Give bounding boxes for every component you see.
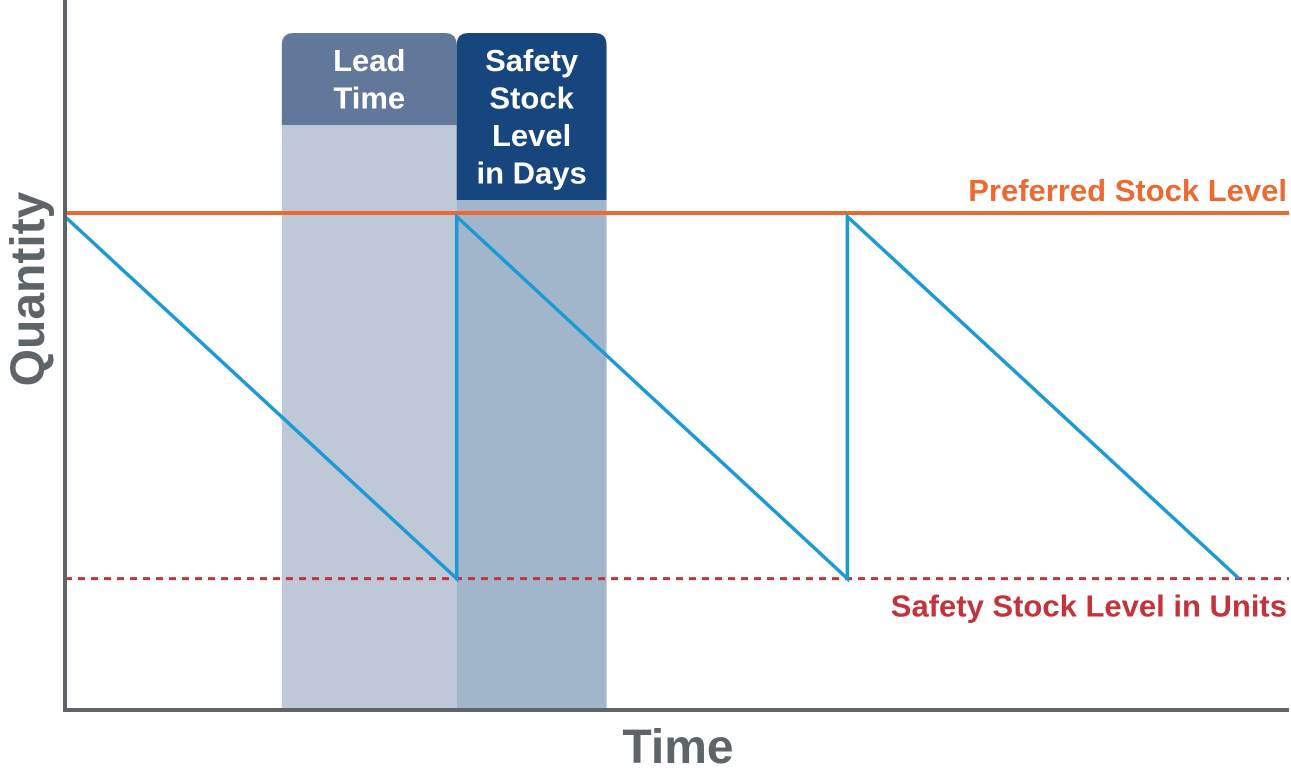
band-label-1-line-2: Level bbox=[492, 118, 571, 153]
labels-layer: Time Quantity Preferred Stock LevelSafet… bbox=[2, 173, 1287, 774]
x-axis-title: Time bbox=[622, 721, 733, 774]
axes-layer bbox=[63, 0, 1289, 712]
inventory-series-line bbox=[63, 212, 1241, 583]
band-label-1-line-1: Stock bbox=[489, 81, 574, 116]
band-label-0-line-0: Lead bbox=[333, 43, 405, 78]
lines-layer bbox=[65, 211, 1289, 581]
reference-line-label-0: Preferred Stock Level bbox=[968, 173, 1287, 208]
band-label-1-line-3: in Days bbox=[476, 156, 586, 191]
band-header-0 bbox=[281, 33, 457, 125]
y-axis-title: Quantity bbox=[2, 191, 55, 386]
band-fill-0 bbox=[281, 125, 457, 710]
band-header-1 bbox=[456, 33, 607, 200]
series-layer bbox=[63, 212, 1241, 583]
reference-line-label-1: Safety Stock Level in Units bbox=[891, 589, 1287, 624]
band-label-0-line-1: Time bbox=[333, 81, 405, 116]
band-fill-1 bbox=[456, 200, 607, 710]
band-label-1-line-0: Safety bbox=[485, 43, 579, 78]
